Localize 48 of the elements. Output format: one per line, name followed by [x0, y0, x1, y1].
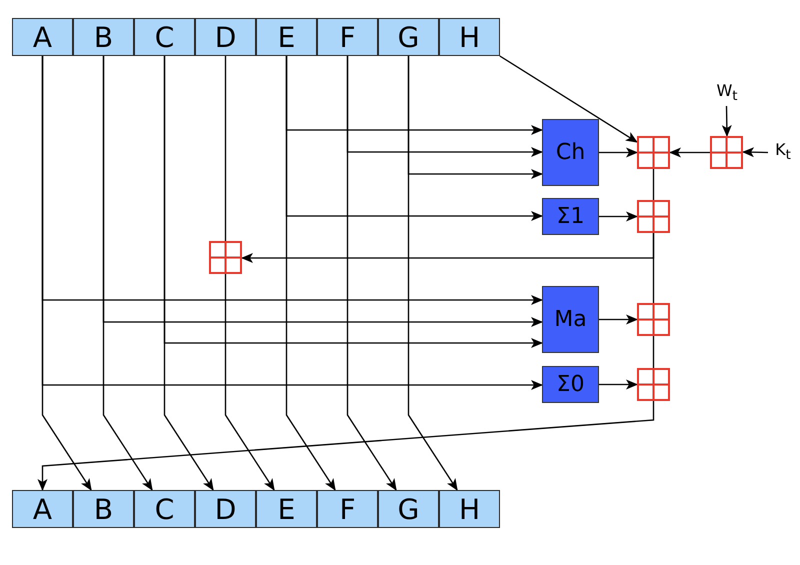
- function-box: Σ0: [542, 366, 599, 403]
- register-cell: E: [256, 18, 317, 56]
- register-cell: F: [317, 18, 378, 56]
- arrow: [286, 56, 336, 491]
- adder-symbol: [637, 200, 670, 233]
- connector-line: [652, 169, 654, 200]
- register-cell: D: [195, 490, 256, 528]
- connector-line: [652, 233, 654, 303]
- register-cell: F: [317, 490, 378, 528]
- arrow: [346, 56, 397, 491]
- input-label: K$_{t}$: [768, 139, 798, 165]
- register-cell: A: [12, 490, 73, 528]
- arrow: [38, 401, 654, 491]
- arrow: [42, 56, 92, 491]
- arrow: [408, 56, 458, 491]
- register-cell: D: [195, 18, 256, 56]
- arrow: [499, 55, 638, 143]
- register-cell: A: [12, 18, 73, 56]
- register-cell: B: [73, 18, 134, 56]
- function-box: Ma: [542, 286, 599, 353]
- arrow: [722, 106, 732, 137]
- arrow: [599, 380, 638, 390]
- adder-symbol: [637, 303, 670, 336]
- arrow: [599, 148, 638, 158]
- function-box: Σ1: [542, 198, 599, 235]
- connector-line: [652, 336, 654, 368]
- register-cell: E: [256, 490, 317, 528]
- adder-symbol: [209, 241, 242, 274]
- register-cell: G: [378, 18, 439, 56]
- arrow: [742, 147, 768, 158]
- register-cell: C: [134, 18, 195, 56]
- arrow: [102, 56, 153, 491]
- input-label: W$_{t}$: [712, 80, 742, 106]
- arrow: [599, 212, 638, 222]
- register-cell: G: [378, 490, 439, 528]
- arrow: [599, 314, 638, 324]
- function-box: Ch: [542, 119, 599, 186]
- arrow: [669, 148, 710, 158]
- connector-line: [224, 56, 226, 241]
- arrow: [224, 274, 275, 491]
- register-cell: H: [439, 490, 500, 528]
- register-cell: B: [73, 490, 134, 528]
- register-cell: C: [134, 490, 195, 528]
- register-cell: H: [439, 18, 500, 56]
- adder-symbol: [710, 136, 743, 169]
- adder-symbol: [637, 368, 670, 401]
- adder-symbol: [637, 136, 670, 169]
- arrow: [164, 56, 214, 491]
